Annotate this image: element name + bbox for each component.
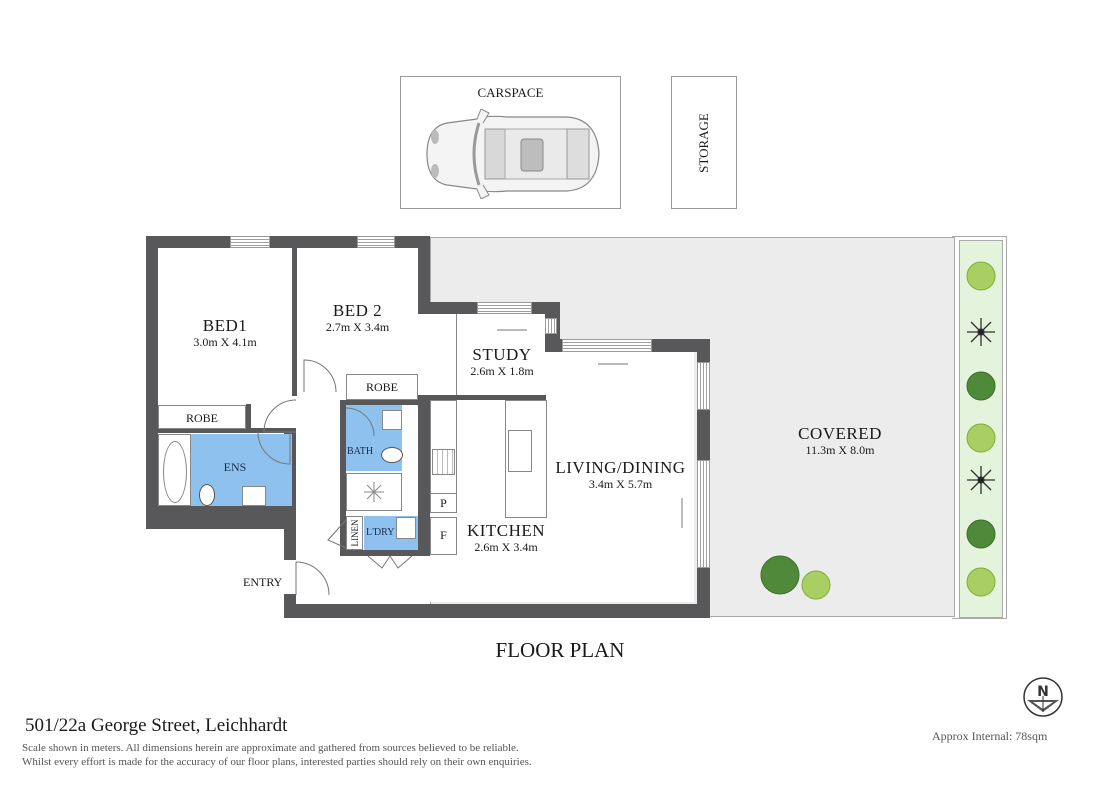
shrub-icon	[966, 423, 996, 453]
storage-label: STORAGE	[696, 112, 711, 173]
wall	[340, 400, 346, 555]
linen-cupboard: LINEN	[346, 516, 363, 550]
shower	[346, 473, 402, 511]
carspace-label: CARSPACE	[477, 85, 544, 100]
wall	[340, 550, 430, 556]
window	[562, 339, 652, 352]
wall	[158, 428, 296, 433]
shrub-icon	[966, 371, 996, 401]
car-icon	[426, 109, 600, 199]
room-living-dining: LIVING/DINING 3.4m X 5.7m	[555, 458, 686, 491]
north-arrow-icon: N	[1023, 677, 1063, 717]
sink-icon	[508, 430, 532, 472]
room-bed2: BED 2 2.7m X 3.4m	[325, 301, 390, 334]
shrub-icon	[966, 261, 996, 291]
wall	[284, 604, 710, 618]
toilet-icon	[199, 484, 215, 506]
wall	[292, 248, 297, 396]
room-covered: COVERED 11.3m X 8.0m	[798, 424, 882, 457]
vanity-icon	[382, 410, 402, 430]
fridge-space: F	[430, 517, 457, 555]
laundry-tub-icon	[396, 517, 416, 539]
wall	[246, 404, 251, 430]
disclaimer-line1: Scale shown in meters. All dimensions he…	[22, 742, 519, 754]
room-laundry: L'DRY	[366, 527, 395, 538]
shrub-icon	[966, 567, 996, 597]
wall	[146, 236, 158, 529]
courtyard-shrubs	[760, 555, 831, 600]
shrub-icon	[966, 519, 996, 549]
room-kitchen: KITCHEN 2.6m X 3.4m	[466, 521, 546, 554]
bathtub-basin	[163, 441, 187, 503]
palm-icon	[967, 466, 995, 494]
wall	[430, 395, 546, 400]
window	[230, 236, 270, 248]
room-study: STUDY 2.6m X 1.8m	[470, 345, 534, 378]
kitchen-bench	[430, 400, 457, 495]
svg-text:N: N	[1037, 684, 1049, 700]
vanity-icon	[242, 486, 266, 506]
room-bath: BATH	[347, 446, 374, 457]
storage: STORAGE	[671, 76, 737, 209]
wall	[158, 506, 296, 520]
robe-bed1: ROBE	[158, 405, 246, 429]
disclaimer-line2: Whilst every effort is made for the accu…	[22, 756, 532, 768]
pantry: P	[430, 493, 457, 513]
toilet-icon	[381, 447, 403, 463]
wall	[418, 236, 430, 314]
study-floor	[430, 313, 560, 353]
room-bed1: BED1 3.0m X 4.1m	[193, 316, 257, 349]
address: 501/22a George Street, Leichhardt	[25, 715, 288, 736]
garden-shrubs	[966, 261, 996, 597]
window	[697, 460, 710, 568]
window	[477, 302, 532, 314]
carspace: CARSPACE	[400, 76, 621, 209]
room-entry: ENTRY	[243, 575, 283, 589]
window	[697, 362, 710, 410]
covered-outline	[952, 236, 1007, 619]
window	[357, 236, 395, 248]
study-desk	[456, 314, 457, 395]
robe-bed2: ROBE	[346, 374, 418, 400]
palm-icon	[967, 318, 995, 346]
wall	[146, 517, 296, 529]
room-ens: ENS	[223, 460, 247, 474]
shower-drain-icon	[364, 482, 384, 502]
wall	[418, 395, 430, 555]
approx-internal: Approx Internal: 78sqm	[932, 729, 1048, 743]
page-title: FLOOR PLAN	[495, 638, 625, 662]
wall	[340, 400, 430, 405]
window	[545, 318, 557, 334]
cooktop-icon	[432, 449, 455, 475]
